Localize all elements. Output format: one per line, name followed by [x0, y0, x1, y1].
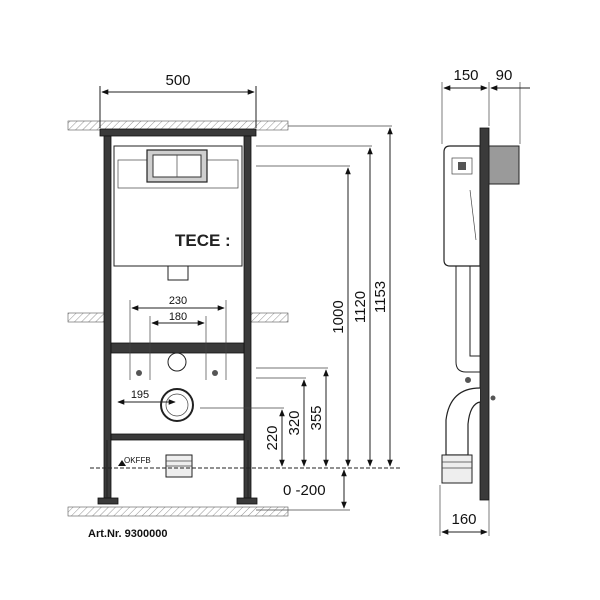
- mount-bolt-right: [212, 370, 218, 376]
- frame-top-bar: [99, 128, 257, 137]
- flush-pipe-connector: [167, 352, 187, 372]
- dim-1153: 1153: [372, 281, 389, 313]
- wall-block: [488, 145, 520, 185]
- dim-drain-offset: 195: [131, 389, 149, 401]
- cistern-outlet: [167, 265, 189, 281]
- frame-cross-bar: [110, 342, 245, 354]
- article-number: Art.Nr. 9300000: [88, 528, 168, 540]
- frame-right-foot: [236, 497, 258, 505]
- svg-text::: :: [225, 231, 231, 250]
- frame-left-foot: [97, 497, 119, 505]
- side-drain-bend: [445, 387, 481, 456]
- right-bracket-hatch: [249, 312, 289, 323]
- dim-355: 355: [308, 405, 325, 430]
- brand-logo: TECE: [175, 231, 220, 250]
- left-bracket-hatch: [67, 312, 107, 323]
- mount-bolt-left: [136, 370, 142, 376]
- side-view: 150 90 160: [439, 67, 530, 536]
- dim-side-offset: 90: [496, 67, 513, 84]
- dim-220: 220: [264, 425, 281, 450]
- dim-outlet-inner: 180: [169, 311, 187, 323]
- dim-1000: 1000: [330, 300, 347, 333]
- frame-lower-bar: [110, 433, 245, 441]
- vertical-dimensions: 220 320 355 1000 1120 1153 0 -200: [200, 125, 393, 511]
- side-cistern: [443, 145, 481, 267]
- dim-side-bottom: 160: [451, 511, 476, 528]
- dim-outlet-outer: 230: [169, 295, 187, 307]
- dim-width: 500: [165, 72, 190, 89]
- dim-leg-adjust: 0 -200: [283, 482, 326, 499]
- dim-side-depth: 150: [453, 67, 478, 84]
- side-frame: [479, 127, 490, 501]
- dim-320: 320: [286, 410, 303, 435]
- dim-1120: 1120: [352, 291, 369, 323]
- floor-hatch: [67, 506, 289, 517]
- floor-label: OKFFB: [124, 456, 151, 465]
- front-view: TECE : OKFFB 500 230 18: [67, 72, 400, 517]
